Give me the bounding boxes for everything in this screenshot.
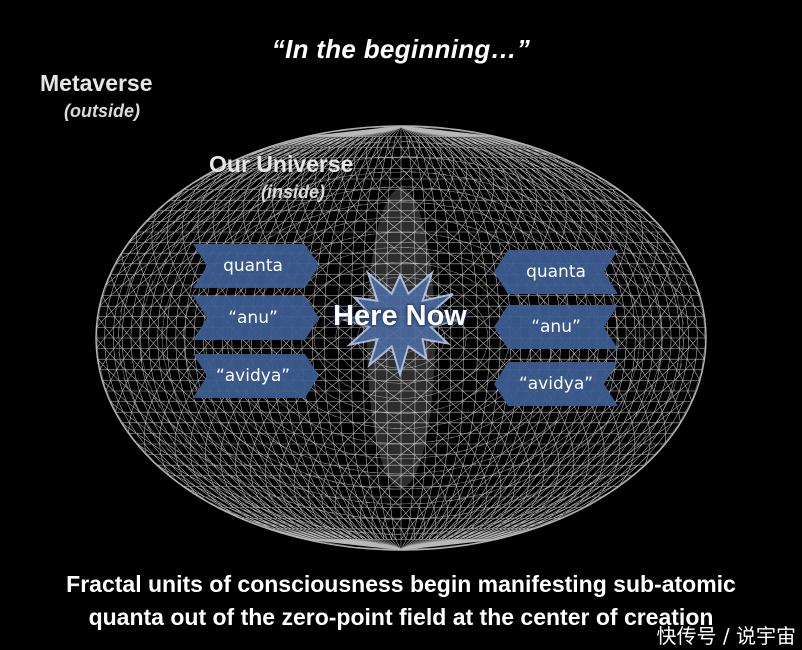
metaverse-subtitle: (outside)	[64, 101, 140, 121]
universe-subtitle: (inside)	[261, 182, 326, 202]
right-tag-arrow-0	[494, 250, 618, 294]
universe-title: Our Universe	[209, 151, 354, 177]
headline: “In the beginning…”	[271, 34, 531, 64]
caption-line-1: Fractal units of consciousness begin man…	[66, 571, 736, 597]
mesh-lines	[95, 125, 707, 551]
right-tag-arrows	[494, 250, 618, 406]
left-tag-quanta: quanta	[223, 256, 283, 276]
here-now-starburst	[340, 269, 459, 378]
right-tag-quanta: quanta	[526, 262, 586, 282]
left-tag-arrow-2	[193, 354, 319, 398]
caption-line-2: quanta out of the zero-point field at th…	[88, 604, 714, 630]
left-tag-anu: “anu”	[228, 308, 278, 328]
left-tag-arrow-1	[193, 296, 319, 340]
right-tag-anu: “anu”	[531, 317, 581, 337]
left-tag-arrow-0	[193, 244, 319, 288]
left-tag-arrows	[193, 244, 319, 398]
right-tag-arrow-2	[494, 362, 618, 406]
watermark: 快传号 / 说宇宙	[656, 624, 796, 648]
right-tag-avidya: “avidya”	[518, 374, 594, 394]
metaverse-title: Metaverse	[40, 70, 153, 96]
left-tag-avidya: “avidya”	[215, 366, 291, 386]
here-now-label: Here Now	[333, 300, 467, 332]
right-tag-arrow-1	[494, 305, 618, 349]
